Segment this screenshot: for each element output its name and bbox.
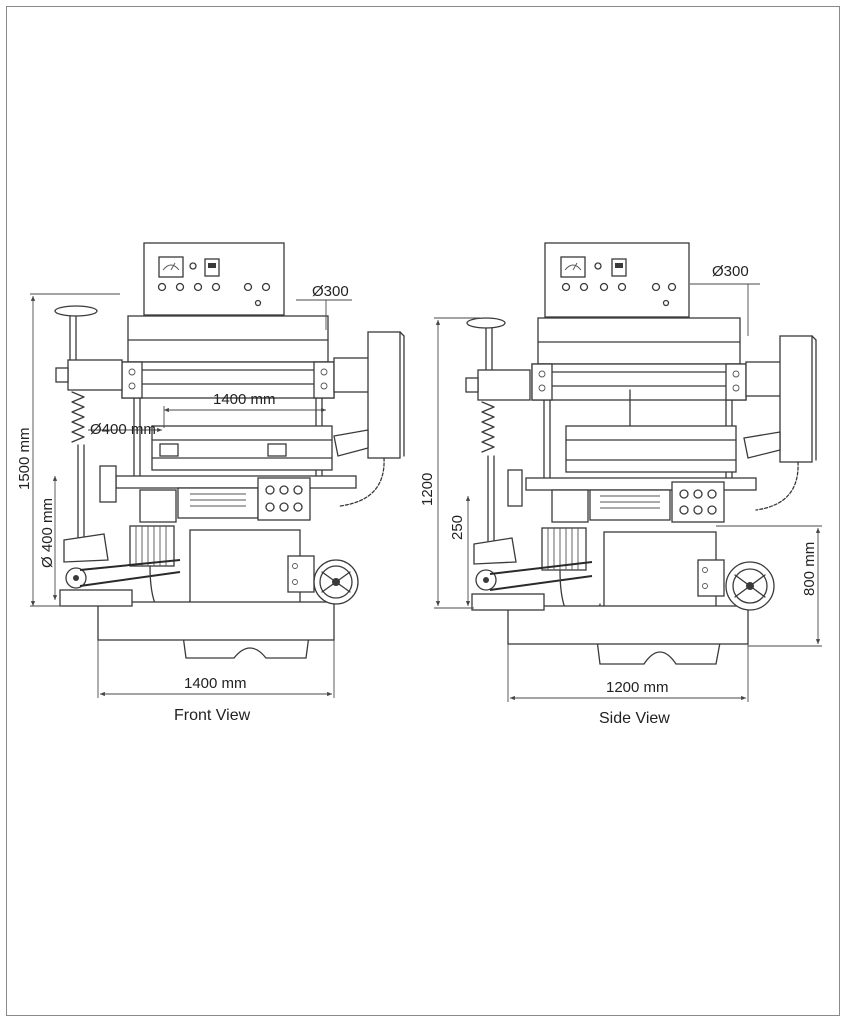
side-dim-base-height: 800 mm [801,542,818,596]
front-dim-width: 1400 mm [184,675,247,692]
front-dimensions [30,293,352,698]
side-dim-diameter-300: Ø300 [712,263,749,280]
front-motor [79,489,191,621]
motor-icon [129,525,175,567]
front-side-panel [333,331,405,507]
front-button-box [257,477,311,521]
handwheel-icon [466,317,506,329]
side-right-wheel [697,559,775,611]
side-view-caption: Side View [599,710,670,727]
front-view-caption: Front View [174,707,251,724]
voltmeter-icon [560,256,586,278]
side-left-column [465,317,531,591]
side-side-panel [743,335,817,511]
front-dim-inner-400: Ø400 mm [90,421,156,438]
side-dim-250: 250 [449,515,466,540]
side-view: 1200 250 800 mm 1200 mm Ø300 Side View [419,242,822,727]
front-dim-wheel-dia: Ø 400 mm [39,498,56,568]
handwheel-icon [54,305,98,317]
side-dim-height: 1200 [419,473,436,506]
front-main-frame [115,315,357,519]
front-view: 1500 mm Ø 400 mm 1400 mm 1400 mm Ø400 mm… [16,242,405,724]
side-button-box [671,481,725,523]
side-base [471,531,749,665]
front-dim-table-width: 1400 mm [213,391,276,408]
side-motor [489,489,601,625]
front-right-wheel [287,555,359,605]
front-dim-height: 1500 mm [16,427,33,490]
front-left-column [54,305,123,589]
front-base [59,529,335,659]
voltmeter-icon [158,256,184,278]
side-dimensions [434,283,822,702]
side-dim-width: 1200 mm [606,679,669,696]
front-control-panel [143,242,285,316]
front-dim-diameter-300: Ø300 [312,283,349,300]
side-control-panel [544,242,690,318]
